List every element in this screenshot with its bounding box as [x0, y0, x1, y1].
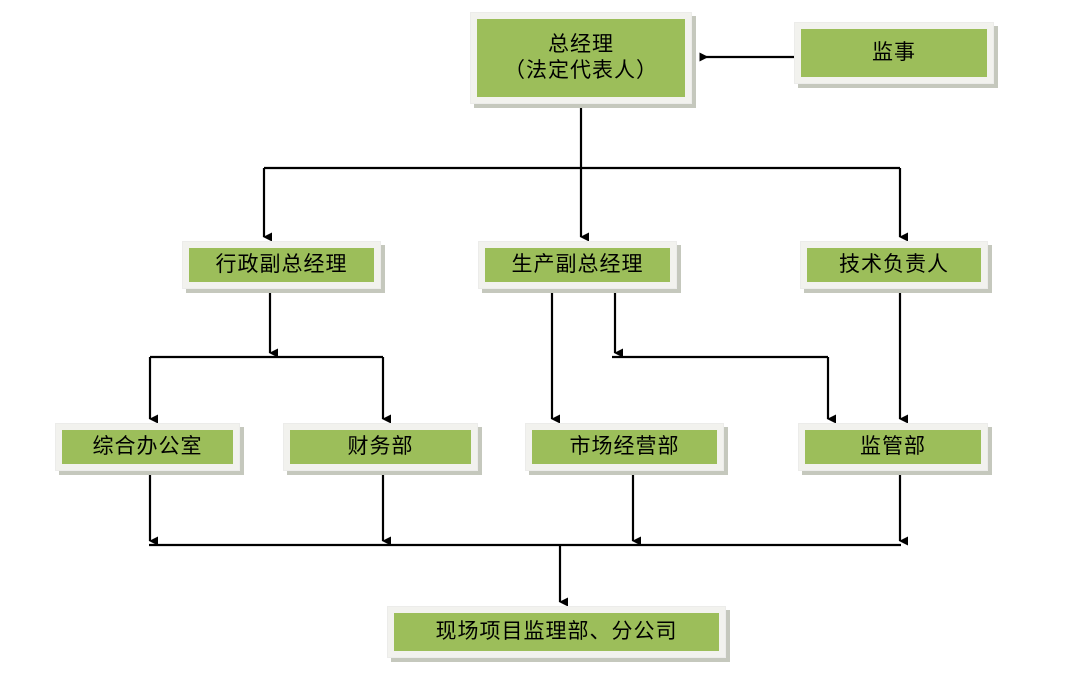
- node-label-market-operations-department: 市场经营部: [532, 430, 717, 464]
- node-label-supervisor: 监事: [801, 29, 987, 77]
- node-label-line: （法定代表人）: [504, 58, 658, 82]
- node-label-general-manager: 总经理（法定代表人）: [477, 19, 685, 97]
- node-label-general-office: 综合办公室: [62, 430, 233, 464]
- node-market-operations-department[interactable]: 市场经营部: [525, 423, 724, 471]
- node-label-line: 生产副总经理: [511, 252, 644, 277]
- node-production-deputy-gm[interactable]: 生产副总经理: [478, 241, 677, 289]
- node-label-site-supervision-branch: 现场项目监理部、分公司: [394, 613, 719, 651]
- node-label-line: 现场项目监理部、分公司: [435, 619, 678, 644]
- node-label-finance-department: 财务部: [290, 430, 471, 464]
- node-label-production-deputy-gm: 生产副总经理: [485, 248, 670, 282]
- node-label-technical-director: 技术负责人: [807, 248, 981, 282]
- node-technical-director[interactable]: 技术负责人: [800, 241, 988, 289]
- node-label-line: 财务部: [347, 434, 414, 459]
- node-label-supervision-department: 监管部: [805, 430, 981, 464]
- node-label-line: 综合办公室: [92, 434, 203, 459]
- node-label-line: 行政副总经理: [215, 252, 348, 277]
- node-site-supervision-branch[interactable]: 现场项目监理部、分公司: [387, 606, 726, 658]
- node-label-line: 市场经营部: [569, 434, 680, 459]
- node-supervisor[interactable]: 监事: [794, 22, 994, 84]
- node-admin-deputy-gm[interactable]: 行政副总经理: [182, 241, 381, 289]
- node-finance-department[interactable]: 财务部: [283, 423, 478, 471]
- node-general-manager[interactable]: 总经理（法定代表人）: [470, 12, 692, 104]
- node-label-line: 技术负责人: [839, 252, 949, 277]
- node-label-admin-deputy-gm: 行政副总经理: [189, 248, 374, 282]
- node-label-line: 监事: [872, 40, 916, 65]
- node-label-line: 总经理: [548, 32, 614, 57]
- node-supervision-department[interactable]: 监管部: [798, 423, 988, 471]
- node-label-line: 监管部: [860, 434, 926, 459]
- node-general-office[interactable]: 综合办公室: [55, 423, 240, 471]
